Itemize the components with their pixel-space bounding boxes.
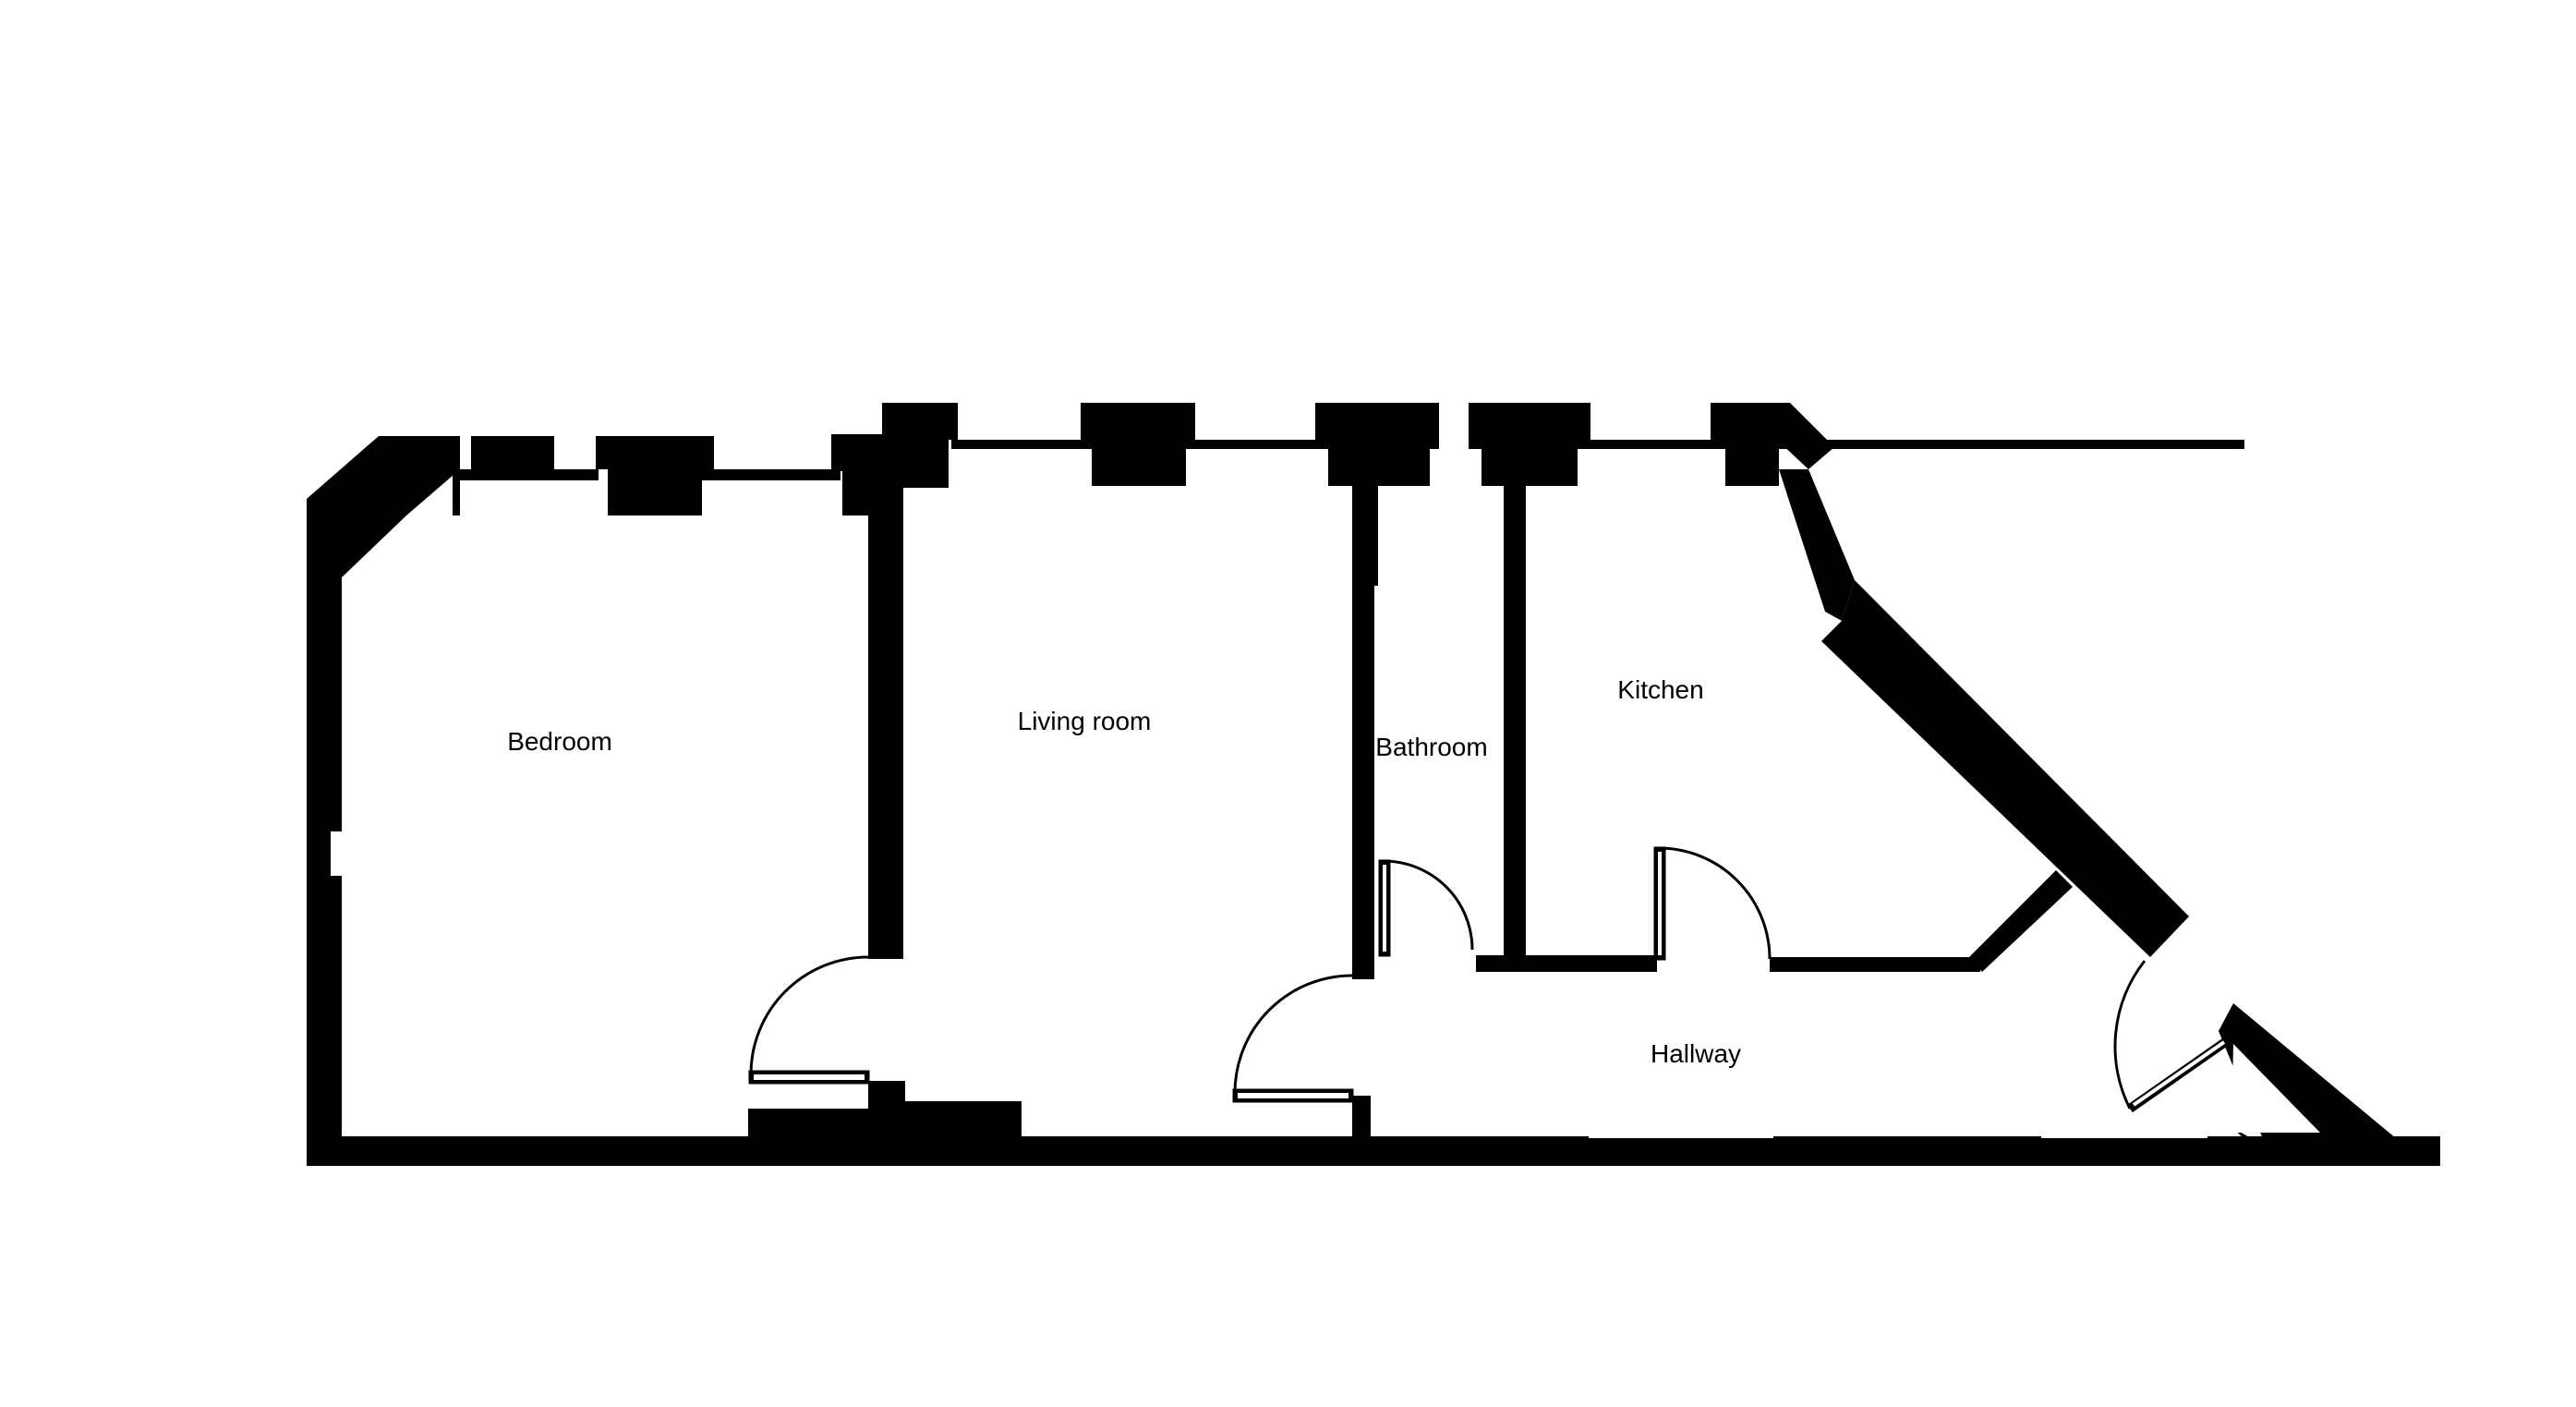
wall-living-pier-2b <box>1328 442 1430 486</box>
wall-bathroom-kitchen <box>1504 486 1524 961</box>
door-leaf-kitchen-inner <box>1658 852 1662 955</box>
wall-bottom-white-1 <box>1589 1129 1773 1138</box>
wall-bathroom-right-inner <box>1520 486 1526 961</box>
wall-corner-top-left <box>307 436 460 577</box>
wall-partition-top-cap-b <box>882 440 949 488</box>
wall-living-pier-2 <box>1315 403 1439 442</box>
wall-living-top-thin <box>951 440 2244 449</box>
door-leaf-living-inner <box>1238 1093 1348 1098</box>
wall-kitchen-hall-angle <box>1969 870 2073 972</box>
wall-bottom-gap-4 <box>1352 1096 1371 1138</box>
walls <box>307 403 2440 1166</box>
wall-bedroom-pier-3 <box>831 434 887 471</box>
wall-corner-bottom-right-fill <box>2231 1044 2320 1133</box>
wall-bedroom-pier-1 <box>471 436 554 469</box>
door-swing-bedroom <box>749 955 869 1075</box>
label-hallway: Hallway <box>1651 1039 1741 1068</box>
wall-bottom-gap-2 <box>868 1081 905 1138</box>
wall-bedroom-top-thin-1 <box>460 469 599 480</box>
wall-bathroom-pier <box>1469 403 1590 442</box>
wall-bedroom-pier-2b <box>608 469 702 515</box>
wall-notch-left <box>331 831 345 876</box>
wall-kitchen-hall-2 <box>1770 957 1980 972</box>
wall-kitchen-angle-upper <box>1779 469 1855 621</box>
wall-bottom-white-2 <box>2041 1129 2207 1138</box>
room-labels: Bedroom Living room Bathroom Kitchen Hal… <box>507 675 1741 1068</box>
wall-kitchen-hall-1 <box>1476 955 1657 972</box>
wall-kitchen-diagonal <box>1821 580 2189 957</box>
wall-kitchen-pier-b <box>1725 442 1779 486</box>
door-leaf-bathroom-inner <box>1383 865 1386 952</box>
wall-living-pier-1 <box>1081 403 1195 442</box>
label-living-room: Living room <box>1018 707 1152 735</box>
door-swing-living <box>1233 974 1353 1094</box>
wall-bottom-gap-3 <box>905 1101 1022 1138</box>
doors <box>748 846 2231 1113</box>
wall-kitchen-pier <box>1711 403 1790 442</box>
label-kitchen: Kitchen <box>1617 675 1703 704</box>
wall-bottom <box>307 1136 2440 1166</box>
wall-living-pier-1b <box>1092 442 1186 486</box>
wall-bathroom-pier-b <box>1482 442 1578 486</box>
wall-partition-top-cap <box>882 403 958 440</box>
wall-bedroom-pier-2 <box>596 436 714 469</box>
wall-bedroom-pier-1b <box>453 469 460 515</box>
wall-bottom-gap-1 <box>748 1109 868 1136</box>
wall-kitchen-corner <box>1779 403 1834 469</box>
wall-living-bathroom <box>1352 486 1374 979</box>
door-leaf-entrance-inner <box>2132 1040 2226 1107</box>
door-swing-bathroom <box>1383 859 1474 951</box>
door-swing-entrance <box>2113 960 2147 1110</box>
wall-living-gap <box>1439 440 1469 449</box>
door-leaf-bedroom-inner <box>754 1074 865 1080</box>
wall-bathroom-inner-left <box>1373 486 1378 586</box>
door-swing-kitchen <box>1658 846 1772 960</box>
wall-bedroom-top-thin-2 <box>702 469 841 480</box>
label-bathroom: Bathroom <box>1375 733 1487 761</box>
label-bedroom: Bedroom <box>507 727 612 756</box>
wall-bathroom-bottom <box>1352 955 1374 976</box>
wall-bedroom-living <box>868 471 903 959</box>
